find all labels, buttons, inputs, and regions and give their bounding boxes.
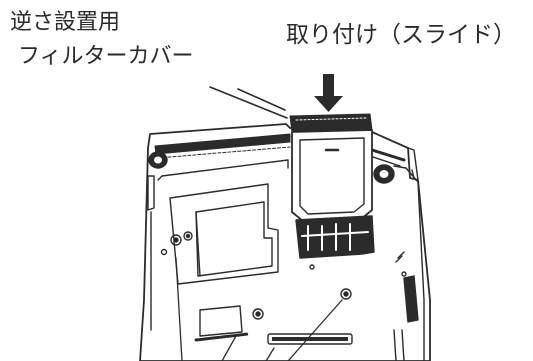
cover-label-line1: 逆さ設置用 xyxy=(10,10,121,35)
bottom-leader-lines xyxy=(175,257,343,361)
slide-down-arrow-icon xyxy=(314,74,343,112)
filter-cover xyxy=(289,113,375,259)
cover-label-line2: フィルターカバー xyxy=(18,44,194,69)
projector-body xyxy=(139,123,431,361)
cover-leader-line xyxy=(209,86,288,119)
slide-install-label: 取り付け（スライド） xyxy=(286,22,516,48)
